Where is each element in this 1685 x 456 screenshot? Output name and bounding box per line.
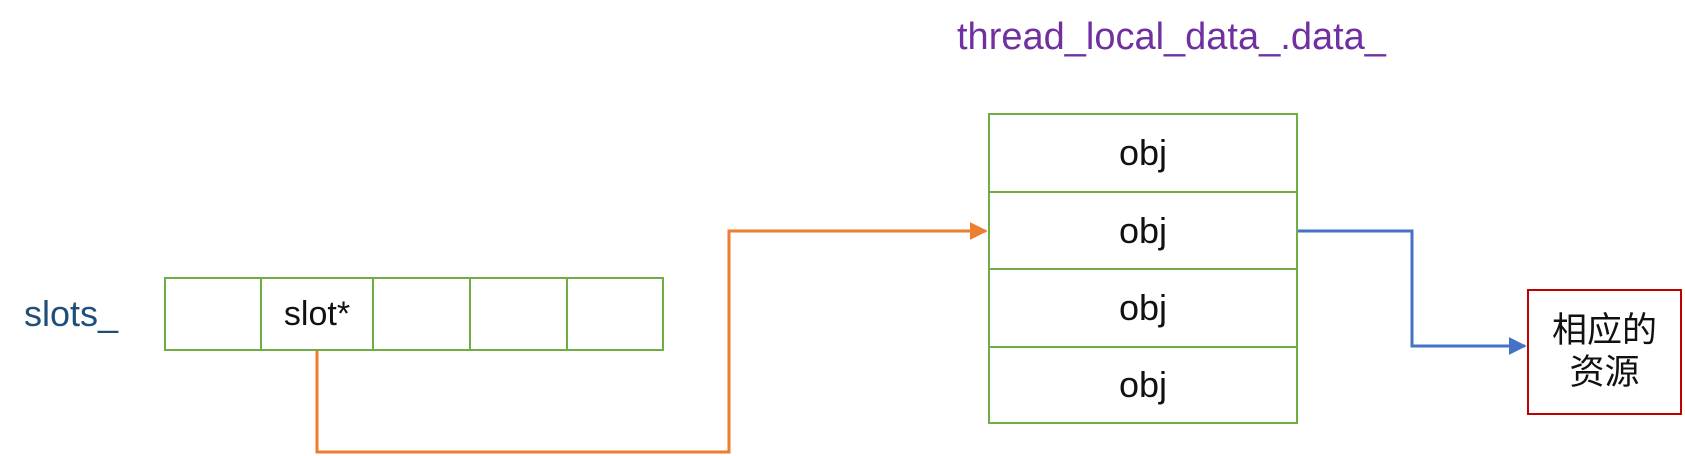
slot-cell-pointer: slot* bbox=[260, 277, 374, 351]
slot-cell bbox=[164, 277, 262, 351]
data-cell-obj: obj bbox=[988, 113, 1298, 193]
data-cell-obj: obj bbox=[988, 268, 1298, 348]
data-to-resource-arrow bbox=[1298, 229, 1527, 355]
slot-cell bbox=[566, 277, 664, 351]
data-array-title: thread_local_data_.data_ bbox=[957, 16, 1386, 58]
slot-cell bbox=[372, 277, 471, 351]
slots-label: slots_ bbox=[24, 293, 119, 334]
slot-cell bbox=[469, 277, 568, 351]
data-cell-obj: obj bbox=[988, 346, 1298, 424]
data-cell-obj: obj bbox=[988, 191, 1298, 270]
slot-to-data-arrow bbox=[315, 222, 988, 454]
resource-box: 相应的资源 bbox=[1527, 289, 1682, 415]
